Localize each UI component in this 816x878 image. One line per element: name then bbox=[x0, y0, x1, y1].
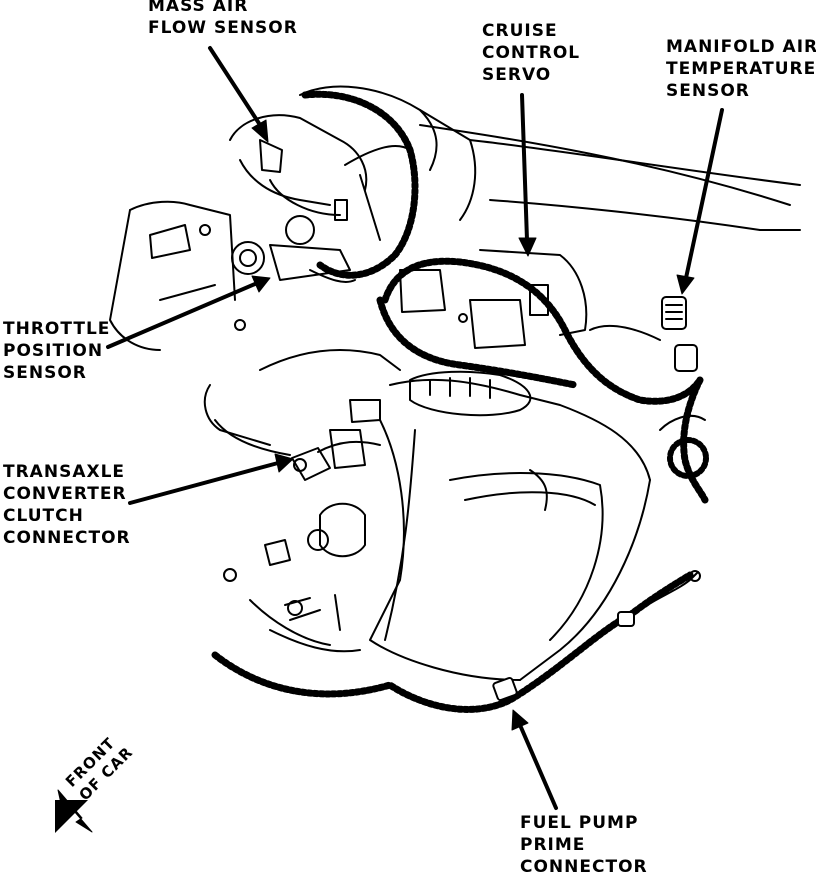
leader-arrows bbox=[106, 46, 724, 810]
lower-components bbox=[223, 502, 366, 653]
cruise-control-servo bbox=[399, 249, 588, 417]
intake-plenum bbox=[299, 85, 801, 231]
throttle-body bbox=[229, 114, 411, 283]
label-fuel-pump-prime-connector: FUEL PUMP PRIME CONNECTOR bbox=[520, 813, 648, 877]
fuel-pump-prime-connector bbox=[492, 570, 701, 702]
transaxle-housing bbox=[203, 349, 651, 681]
label-throttle-position-sensor: THROTTLE POSITION SENSOR bbox=[3, 319, 111, 383]
front-of-car-arrow bbox=[55, 789, 93, 833]
label-transaxle-converter-clutch-connector: TRANSAXLE CONVERTER CLUTCH CONNECTOR bbox=[3, 462, 131, 548]
tcc-connector bbox=[291, 440, 381, 481]
manifold-air-temperature-sensor bbox=[589, 296, 709, 479]
label-cruise-control-servo: CRUISE CONTROL SERVO bbox=[482, 21, 581, 85]
label-manifold-air-temperature-sensor: MANIFOLD AIR TEMPERATURE SENSOR bbox=[666, 37, 816, 101]
label-mass-air-flow-sensor: MASS AIR FLOW SENSOR bbox=[148, 0, 298, 38]
left-bracket bbox=[109, 200, 246, 351]
